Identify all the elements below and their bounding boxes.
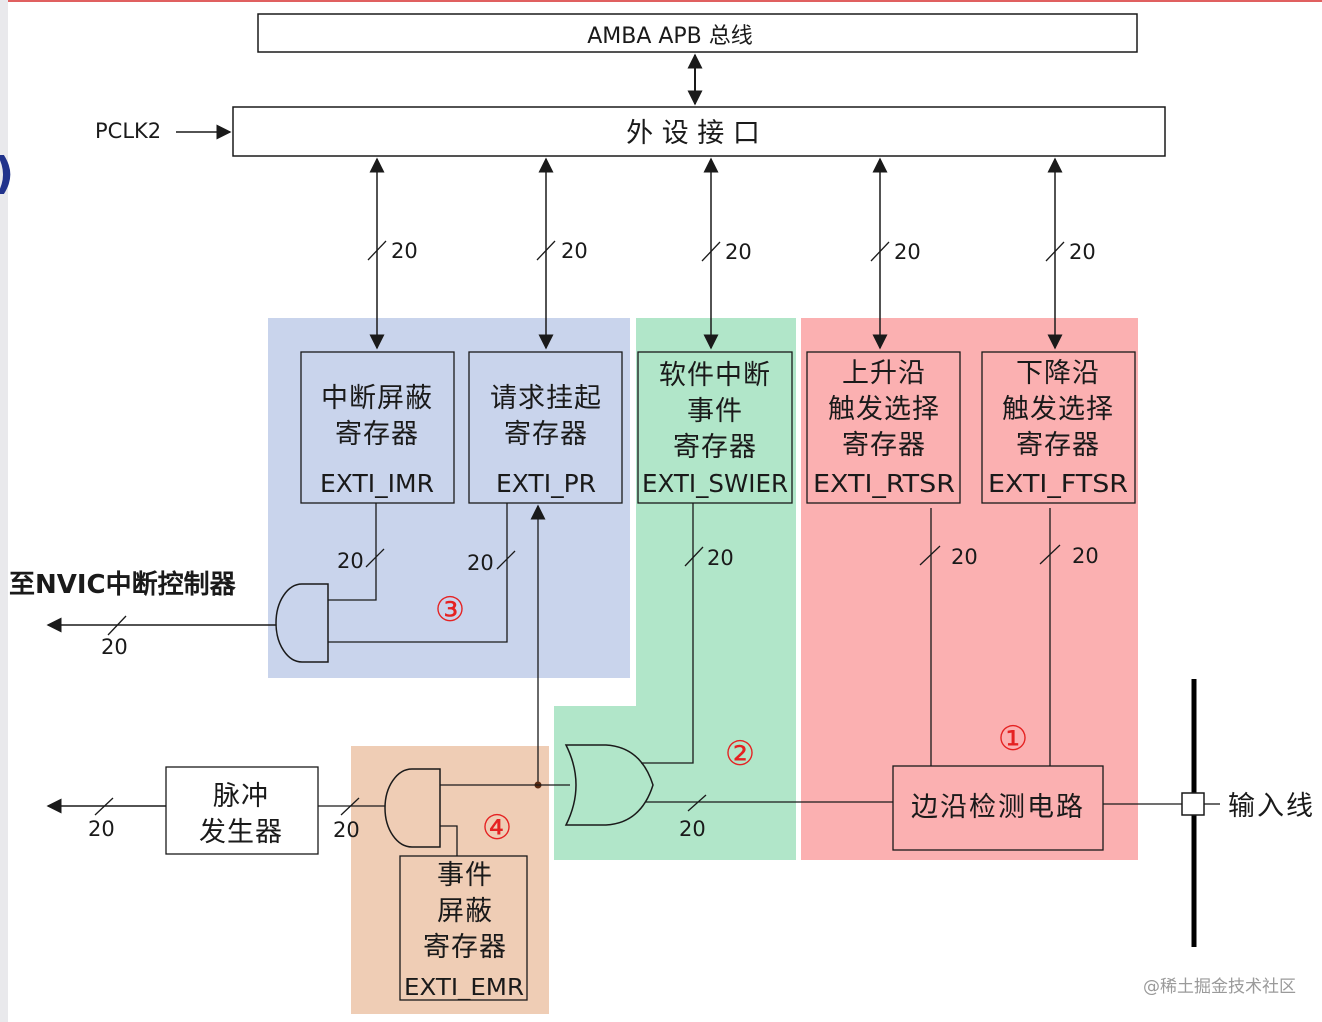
bus-width-label: 20 <box>467 551 494 575</box>
bus-width-label: 20 <box>337 549 364 573</box>
bus-width-slash <box>94 797 114 816</box>
bus-width-label: 20 <box>561 239 588 263</box>
bus-width-slash <box>687 794 707 812</box>
pr-line-2: 寄存器 <box>504 419 588 450</box>
bus-width-label: 20 <box>333 818 360 842</box>
ftsr-line-1: 下降沿 <box>1016 358 1100 389</box>
bus-width-label: 20 <box>391 239 418 263</box>
imr-register: 中断屏蔽 寄存器 EXTI_IMR <box>300 351 455 504</box>
emr-line-1: 事件 <box>437 860 493 891</box>
bus-width-label: 20 <box>894 240 921 264</box>
rtsr-line-1: 上升沿 <box>842 358 926 389</box>
swier-to-or-gate <box>641 503 694 764</box>
pulse-generator-line-2: 发生器 <box>199 817 283 848</box>
bus-width-label: 20 <box>951 545 978 569</box>
swier-line-2: 事件 <box>687 396 743 427</box>
green-region <box>636 318 796 860</box>
pulse-generator-line-1: 脉冲 <box>213 781 269 812</box>
bus-width-slash <box>365 548 385 568</box>
marker-4: ④ <box>482 808 512 848</box>
emr-to-and-gate <box>440 825 458 856</box>
cut-off-glyph: ) <box>0 148 14 199</box>
imr-to-and-gate <box>328 503 377 601</box>
emr-code: EXTI_EMR <box>404 975 524 1001</box>
marker-2: ② <box>725 734 755 774</box>
input-line-label: 输入线 <box>1228 791 1315 822</box>
edge-detect-circuit: 边沿检测电路 <box>892 765 1104 851</box>
ftsr-line-3: 寄存器 <box>1016 430 1100 461</box>
bus-width-label: 20 <box>679 817 706 841</box>
marker-1: ① <box>998 719 1028 759</box>
event-or-gate <box>564 744 654 826</box>
edge-detect-label: 边沿检测电路 <box>911 792 1085 823</box>
ftsr-register: 下降沿 触发选择 寄存器 EXTI_FTSR <box>981 351 1136 504</box>
interrupt-and-gate <box>275 583 329 663</box>
rtsr-line-2: 触发选择 <box>828 394 940 425</box>
swier-register: 软件中断 事件 寄存器 EXTI_SWIER <box>637 351 793 504</box>
left-edge-shadow <box>0 0 8 1022</box>
bus-width-label: 20 <box>725 240 752 264</box>
rtsr-code: EXTI_RTSR <box>813 469 955 498</box>
bus-width-slash <box>1045 241 1065 262</box>
pulse-generator: 脉冲 发生器 <box>165 766 319 855</box>
pr-register: 请求挂起 寄存器 EXTI_PR <box>468 351 623 504</box>
watermark: @稀土掘金技术社区 <box>1143 977 1296 997</box>
bus-width-slash <box>496 550 516 570</box>
top-edge-line <box>0 0 1322 2</box>
imr-line-2: 寄存器 <box>335 419 419 450</box>
red-region <box>801 318 1138 860</box>
bus-width-slash <box>107 615 127 636</box>
input-pin <box>1181 792 1205 816</box>
bus-width-label: 20 <box>1072 544 1099 568</box>
swier-code: EXTI_SWIER <box>642 469 788 498</box>
bus-label: AMBA APB 总线 <box>587 24 753 49</box>
emr-line-3: 寄存器 <box>423 932 507 963</box>
bus-width-label: 20 <box>1069 240 1096 264</box>
bus-width-slash <box>684 546 704 567</box>
peripheral-interface <box>232 106 1166 157</box>
imr-code: EXTI_IMR <box>320 469 434 498</box>
ftsr-line-2: 触发选择 <box>1002 394 1114 425</box>
emr-register: 事件 屏蔽 寄存器 EXTI_EMR <box>399 855 528 1001</box>
bus-width-slash <box>340 797 360 816</box>
interface-label: 外 设 接 口 <box>626 118 760 149</box>
bus-width-slash <box>367 240 387 261</box>
nvic-label: 至NVIC中断控制器 <box>9 569 237 600</box>
bus-width-label: 20 <box>707 546 734 570</box>
pr-line-1: 请求挂起 <box>490 383 602 414</box>
rtsr-register: 上升沿 触发选择 寄存器 EXTI_RTSR <box>806 351 961 504</box>
emr-line-2: 屏蔽 <box>437 896 493 927</box>
bus-width-label: 20 <box>101 635 128 659</box>
bus-width-label: 20 <box>88 817 115 841</box>
swier-line-3: 寄存器 <box>673 432 757 463</box>
imr-line-1: 中断屏蔽 <box>321 383 433 414</box>
pr-to-and-gate <box>328 503 508 643</box>
bus-width-slash <box>1039 544 1061 565</box>
bus-width-slash <box>919 545 941 566</box>
event-and-gate <box>384 768 441 848</box>
swier-line-1: 软件中断 <box>659 360 771 391</box>
pr-code: EXTI_PR <box>496 469 596 498</box>
rtsr-line-3: 寄存器 <box>842 430 926 461</box>
green-region-extension <box>554 706 636 860</box>
marker-3: ③ <box>435 590 465 630</box>
bus-width-slash <box>536 240 556 261</box>
orange-region <box>351 746 549 1014</box>
ftsr-code: EXTI_FTSR <box>988 469 1128 498</box>
bus-width-slash <box>701 241 721 262</box>
bus-width-slash <box>870 241 890 262</box>
pclk2-label: PCLK2 <box>95 119 161 143</box>
amba-apb-bus <box>257 13 1138 53</box>
